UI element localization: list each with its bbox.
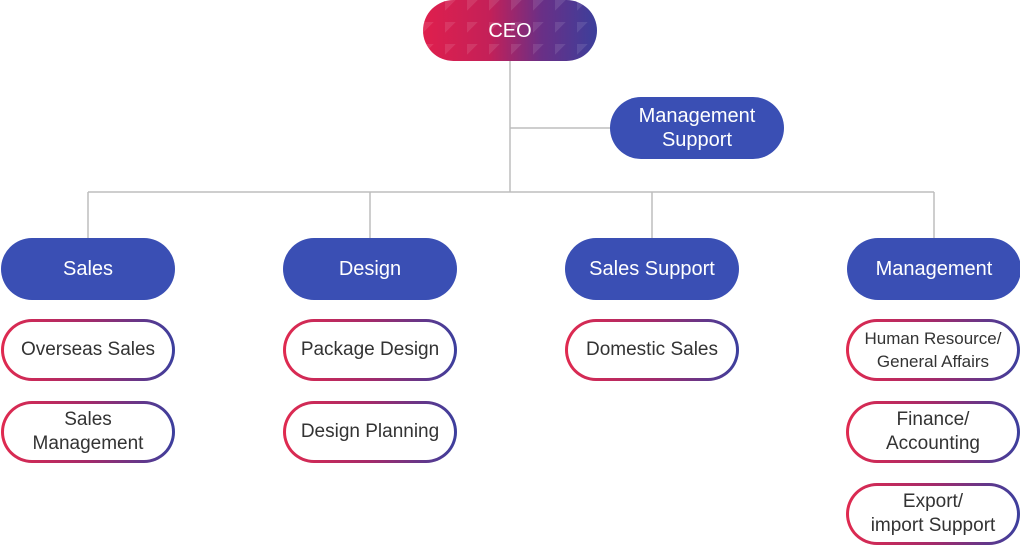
team-design-planning: Design Planning [283,401,457,463]
department-design: Design [283,238,457,300]
department-sales: Sales [1,238,175,300]
ceo-node: CEO [423,0,597,61]
team-overseas-sales: Overseas Sales [1,319,175,381]
department-management: Management [847,238,1020,300]
team-domestic-sales: Domestic Sales [565,319,739,381]
team-finance-accounting: Finance/ Accounting [846,401,1020,463]
team-sales-management: Sales Management [1,401,175,463]
team-human-resource-general-affairs: Human Resource/ General Affairs [846,319,1020,381]
department-sales-support: Sales Support [565,238,739,300]
team-package-design: Package Design [283,319,457,381]
management-support-node: Management Support [610,97,784,159]
team-export-import-support: Export/ import Support [846,483,1020,545]
